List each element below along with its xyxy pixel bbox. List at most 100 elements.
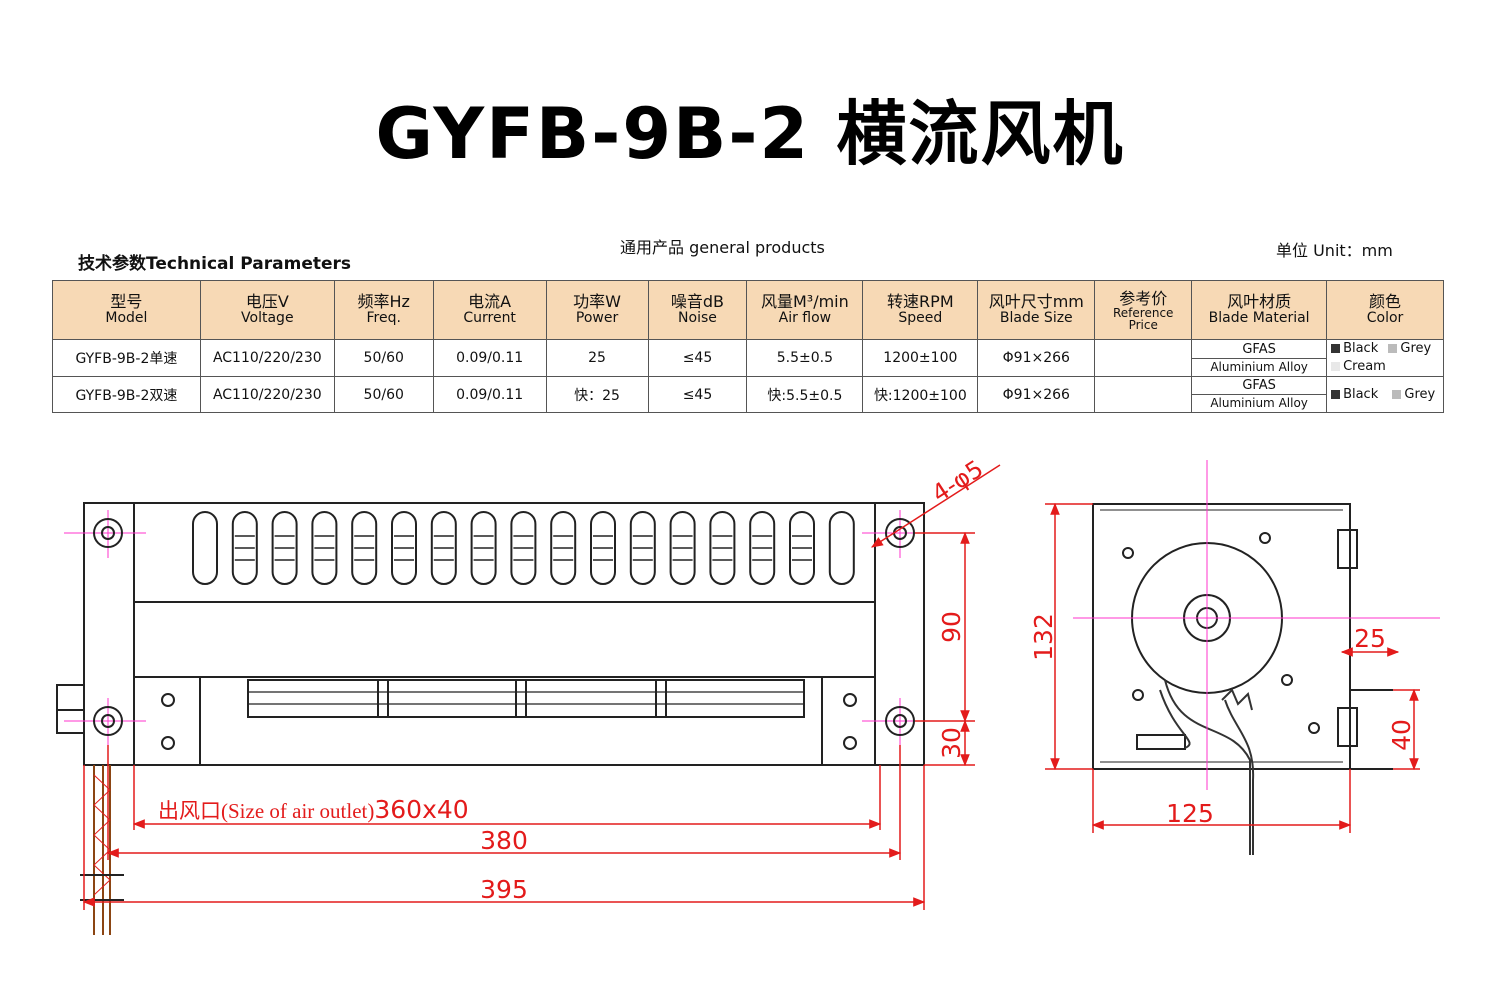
hole-leader-line (870, 464, 1001, 548)
color-name: Grey (1400, 341, 1432, 356)
black-swatch (1331, 344, 1341, 353)
color-name: Black (1343, 386, 1379, 402)
mounting-hole (885, 706, 915, 736)
dim-380-label: 380 (480, 826, 528, 855)
vent-slots (192, 511, 855, 585)
outlet-label: 出风口(Size of air outlet)360x40 (158, 795, 469, 824)
dim-25-label: 25 (1354, 624, 1386, 653)
motor-lead-wires (1164, 679, 1251, 855)
capacitor (1136, 734, 1186, 750)
color-name: Black (1343, 341, 1379, 356)
section-label: 技术参数Technical Parameters (78, 254, 352, 274)
mounting-hole (101, 714, 115, 728)
side-hole (1259, 532, 1271, 544)
dim-395-label: 395 (480, 875, 528, 904)
dim-132-label: 132 (1029, 613, 1058, 661)
color-name: Grey (1404, 386, 1436, 402)
cell-freq: 50/60 (333, 376, 434, 413)
table-row: GYFB-9B-2双速 AC110/220/230 50/60 0.09/0.1… (52, 376, 1444, 413)
cell-current: 0.09/0.11 (432, 376, 547, 413)
small-screw-hole (843, 693, 857, 707)
mounting-hole (101, 526, 115, 540)
grey-swatch (1392, 389, 1402, 399)
vent-slot (709, 511, 736, 585)
material-primary: GFAS (1242, 378, 1276, 393)
cell-color: Black Grey (1326, 376, 1444, 413)
vent-slot (430, 511, 457, 585)
mounting-hole (885, 518, 915, 548)
vent-slot (550, 511, 577, 585)
mounting-hole (93, 518, 123, 548)
cell-material: GFAS Aluminium Alloy (1191, 376, 1328, 413)
vent-slot (351, 511, 378, 585)
general-products-label: 通用产品 general products (620, 238, 825, 257)
lead-connector (1221, 688, 1253, 711)
material-secondary: Aluminium Alloy (1192, 357, 1327, 376)
mounting-tab (1337, 707, 1358, 747)
black-swatch (1331, 389, 1341, 399)
cell-voltage: AC110/220/230 (199, 339, 335, 377)
side-dimensions (1045, 502, 1420, 833)
vent-slot (271, 511, 298, 585)
dim-40-label: 40 (1387, 719, 1416, 751)
power-cable (80, 765, 124, 935)
mounting-tab (1337, 529, 1358, 569)
side-hole (1308, 722, 1320, 734)
cell-freq: 50/60 (333, 339, 434, 377)
cell-speed: 1200±100 (862, 339, 979, 377)
cell-price (1094, 376, 1193, 413)
motor-lead-wires (1224, 699, 1255, 855)
fan-body-outline (83, 502, 925, 766)
page-title: GYFB-9B-2 横流风机 (375, 93, 1125, 175)
vent-slot (192, 511, 218, 585)
small-screw-hole (843, 736, 857, 750)
material-secondary: Aluminium Alloy (1192, 394, 1327, 412)
material-primary: GFAS (1242, 341, 1276, 357)
vent-slot (470, 511, 497, 585)
front-view (56, 502, 940, 766)
side-view (1092, 503, 1393, 855)
small-screw-hole (161, 736, 175, 750)
vent-slot (510, 511, 537, 585)
vent-slot (231, 511, 258, 585)
side-hole (1122, 547, 1134, 559)
vent-slot (590, 511, 616, 585)
cell-blade-size: Φ91×266 (977, 376, 1096, 413)
dim-30-label: 30 (937, 727, 966, 759)
color-name: Cream (1343, 359, 1386, 374)
vent-slot (828, 511, 855, 585)
cell-speed: 快:1200±100 (862, 376, 979, 413)
vent-slot (311, 511, 338, 585)
front-dimensions (82, 464, 1001, 910)
side-dimension-labels: 132 125 25 40 (1029, 613, 1416, 828)
hole-spec-label: 4-φ5 (927, 455, 988, 508)
side-centerlines (1073, 460, 1440, 790)
vent-slot (669, 511, 696, 585)
side-hole (1132, 689, 1144, 701)
mounting-hole (93, 706, 123, 736)
vent-slot (629, 511, 656, 585)
motor-lead-wires (1159, 689, 1191, 749)
cell-voltage: AC110/220/230 (199, 376, 335, 413)
mounting-hole (893, 714, 907, 728)
side-hole (1281, 674, 1293, 686)
grey-swatch (1388, 344, 1398, 353)
side-plate-outline (1092, 503, 1351, 770)
cell-airflow: 快:5.5±0.5 (746, 376, 864, 413)
vent-slot (749, 511, 776, 585)
dim-125-label: 125 (1166, 799, 1214, 828)
table-row: GYFB-9B-2单速 AC110/220/230 50/60 0.09/0.1… (52, 339, 1444, 377)
vent-slot (789, 511, 815, 585)
